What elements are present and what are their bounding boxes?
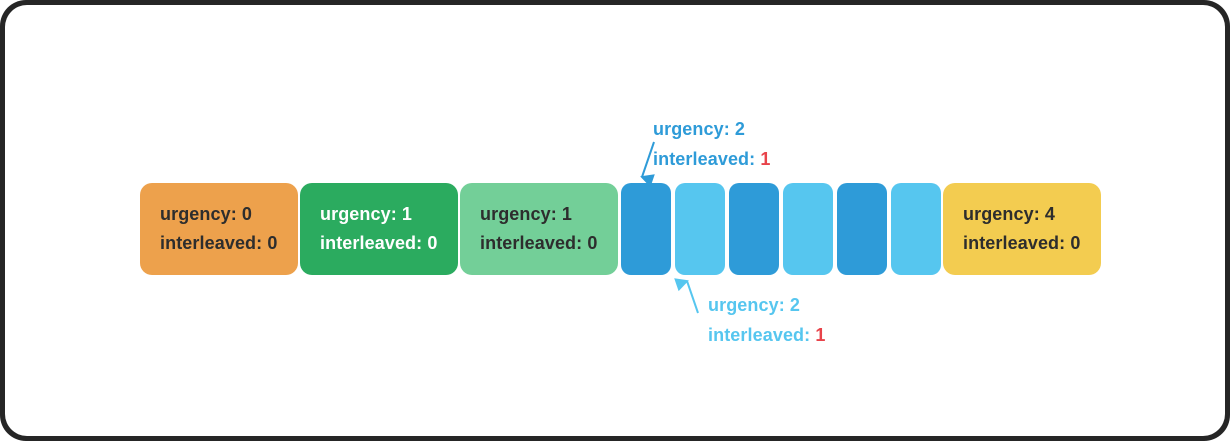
queue-block-2-urgency-label: urgency: 1 bbox=[320, 203, 413, 224]
diagram-canvas: urgency: 0 interleaved: 0 urgency: 1 interl… bbox=[5, 5, 1225, 436]
queue-block-4[interactable] bbox=[621, 183, 671, 275]
annotation-bottom-arrow-icon bbox=[674, 278, 699, 314]
annotation-top-urgency-line: urgency: 2 bbox=[653, 119, 746, 139]
queue-block-9[interactable] bbox=[891, 183, 941, 275]
annotation-bottom: urgency: 2 interleaved: 1 bbox=[708, 290, 825, 350]
queue-block-1-interleaved-label: interleaved: 0 bbox=[160, 233, 278, 253]
queue-block-3-urgency-label: urgency: 1 bbox=[480, 203, 573, 224]
queue-block-8[interactable] bbox=[837, 183, 887, 275]
queue-block-6[interactable] bbox=[729, 183, 779, 275]
annotation-top-interleaved-prefix: interleaved: bbox=[653, 149, 761, 170]
queue-block-10-urgency-label: urgency: 4 bbox=[963, 203, 1056, 224]
annotation-bottom-urgency-line: urgency: 2 bbox=[708, 295, 801, 315]
annotation-bottom-interleaved-value: 1 bbox=[815, 325, 826, 346]
queue-block-2[interactable]: urgency: 1 interleaved: 0 bbox=[300, 183, 458, 275]
queue-block-1[interactable]: urgency: 0 interleaved: 0 bbox=[140, 183, 298, 275]
queue-block-10-interleaved-label: interleaved: 0 bbox=[963, 233, 1081, 253]
annotation-top: urgency: 2 interleaved: 1 bbox=[653, 114, 770, 174]
annotation-top-interleaved-value: 1 bbox=[760, 149, 771, 170]
queue-block-3[interactable]: urgency: 1 interleaved: 0 bbox=[460, 183, 618, 275]
annotation-bottom-interleaved-line: interleaved: 1 bbox=[708, 320, 825, 350]
queue-block-5[interactable] bbox=[675, 183, 725, 275]
queue-block-7[interactable] bbox=[783, 183, 833, 275]
annotation-bottom-interleaved-prefix: interleaved: bbox=[708, 325, 816, 346]
annotation-top-interleaved-line: interleaved: 1 bbox=[653, 144, 770, 174]
queue-block-10[interactable]: urgency: 4 interleaved: 0 bbox=[943, 183, 1101, 275]
queue-block-2-interleaved-label: interleaved: 0 bbox=[320, 233, 438, 253]
queue-block-1-urgency-label: urgency: 0 bbox=[160, 203, 253, 224]
annotation-top-arrow-icon bbox=[640, 141, 655, 188]
queue-block-3-interleaved-label: interleaved: 0 bbox=[480, 233, 598, 253]
